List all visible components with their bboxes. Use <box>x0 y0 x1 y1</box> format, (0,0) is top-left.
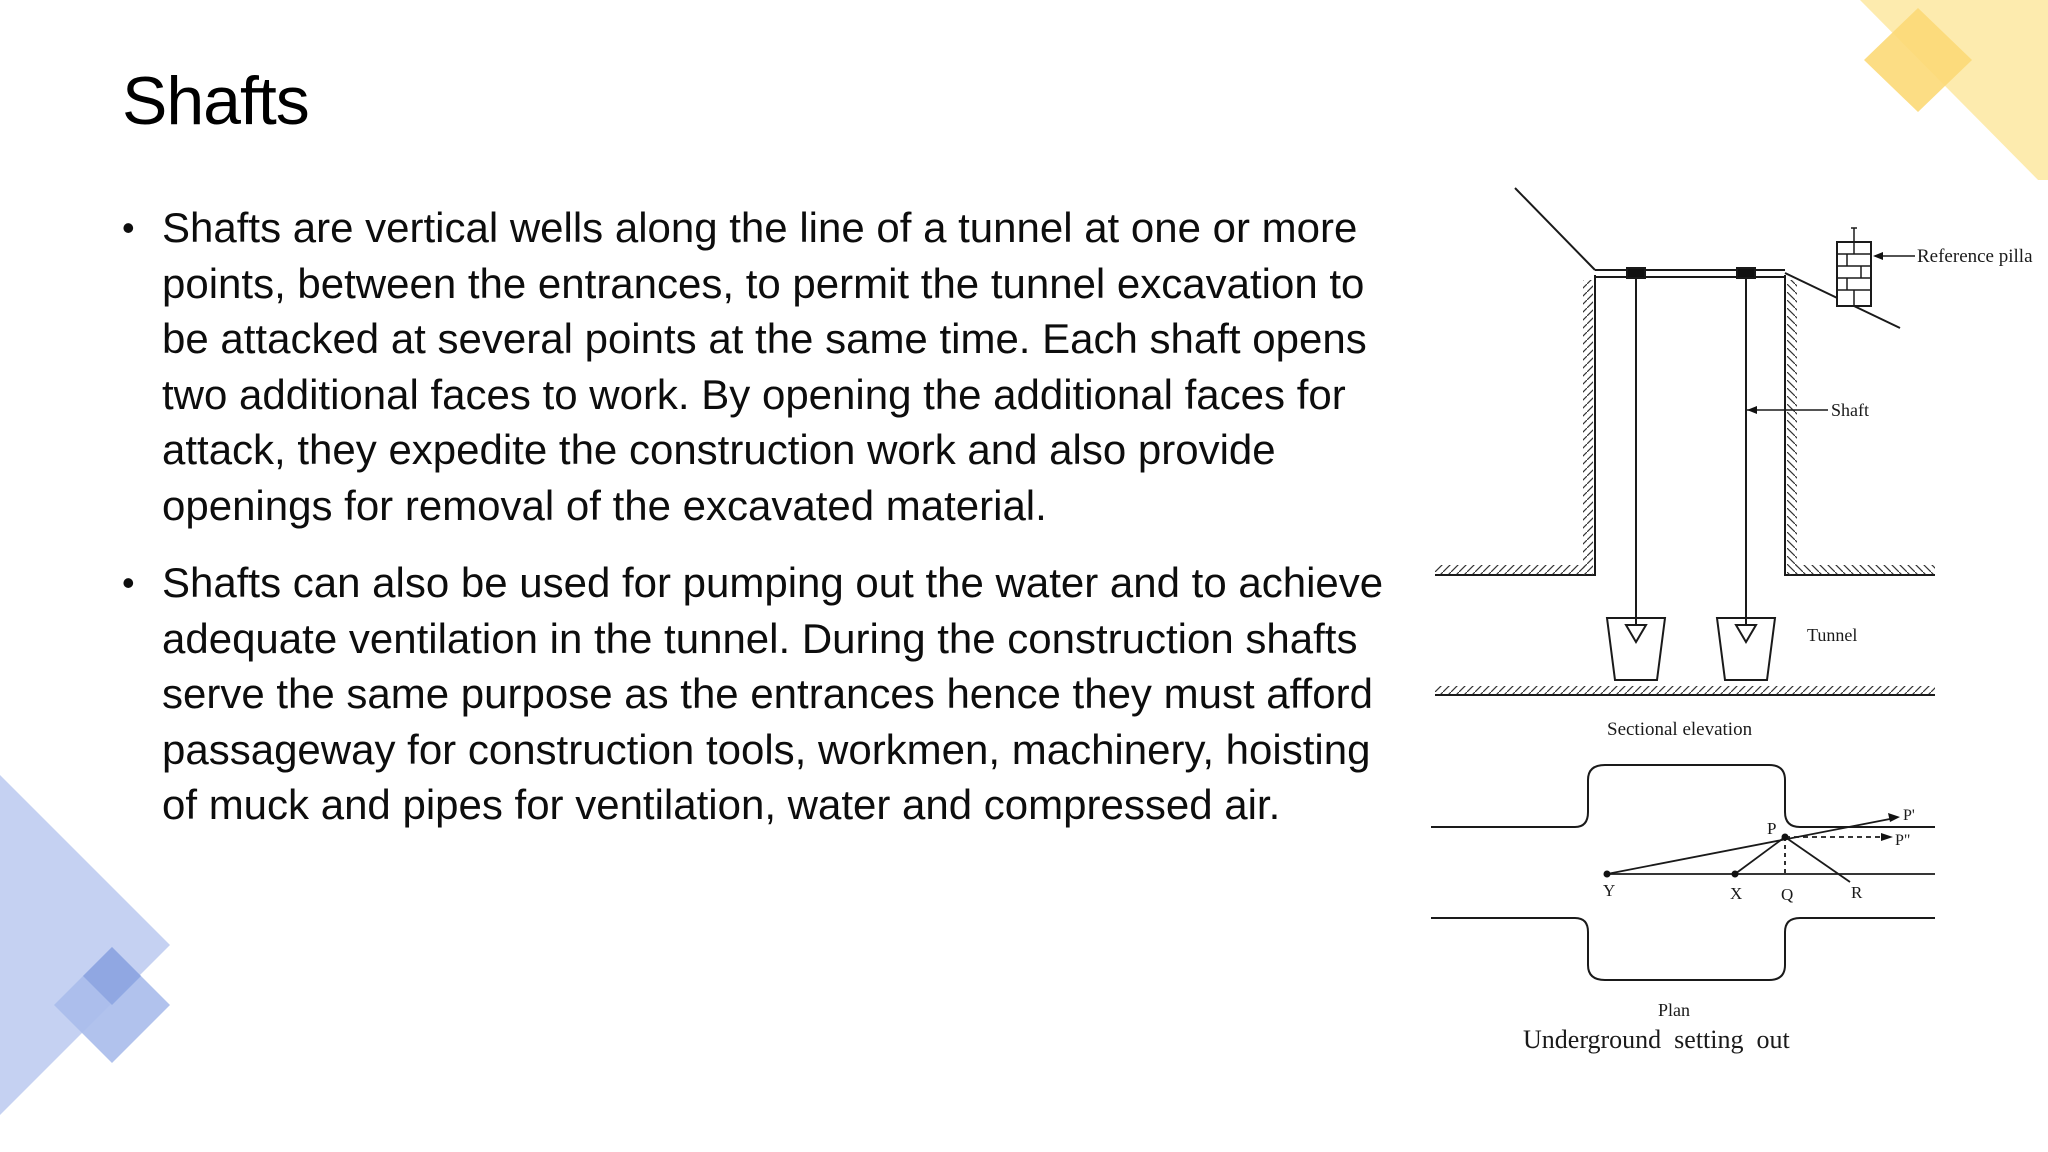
figure-caption: Underground setting out <box>1523 1025 1790 1054</box>
corner-shape-yellow-large <box>1860 0 2048 190</box>
corner-shape-yellow-diamond <box>1864 8 1972 112</box>
label-r: R <box>1851 883 1863 902</box>
label-shaft: Shaft <box>1831 400 1869 420</box>
slide-title: Shafts <box>122 63 310 139</box>
label-x: X <box>1730 884 1742 903</box>
underground-setting-out-diagram: Reference pilla Shaft Tunnel Sectional e… <box>1395 180 2048 1070</box>
bullet-list: • Shafts are vertical wells along the li… <box>122 200 1392 855</box>
label-reference-pillar: Reference pilla <box>1917 246 2033 267</box>
label-sectional-elevation: Sectional elevation <box>1607 719 1753 740</box>
plan-view <box>1431 764 1935 981</box>
bullet-item: • Shafts can also be used for pumping ou… <box>122 555 1392 833</box>
corner-shape-blue-diamond-dark <box>83 947 141 1005</box>
sectional-elevation <box>1435 187 1935 696</box>
label-p-prime: P' <box>1903 807 1915 824</box>
corner-shape-blue-diamond-light <box>54 947 170 1063</box>
label-plan: Plan <box>1658 1000 1690 1020</box>
bullet-text: Shafts can also be used for pumping out … <box>162 559 1384 828</box>
label-tunnel: Tunnel <box>1807 625 1857 645</box>
bullet-text: Shafts are vertical wells along the line… <box>162 204 1367 529</box>
label-q: Q <box>1781 885 1793 904</box>
label-y: Y <box>1603 881 1615 900</box>
label-p: P <box>1767 819 1776 838</box>
label-p-double-prime: P" <box>1895 832 1910 849</box>
bullet-item: • Shafts are vertical wells along the li… <box>122 200 1392 533</box>
bullet-icon: • <box>122 207 135 248</box>
bullet-icon: • <box>122 562 135 603</box>
